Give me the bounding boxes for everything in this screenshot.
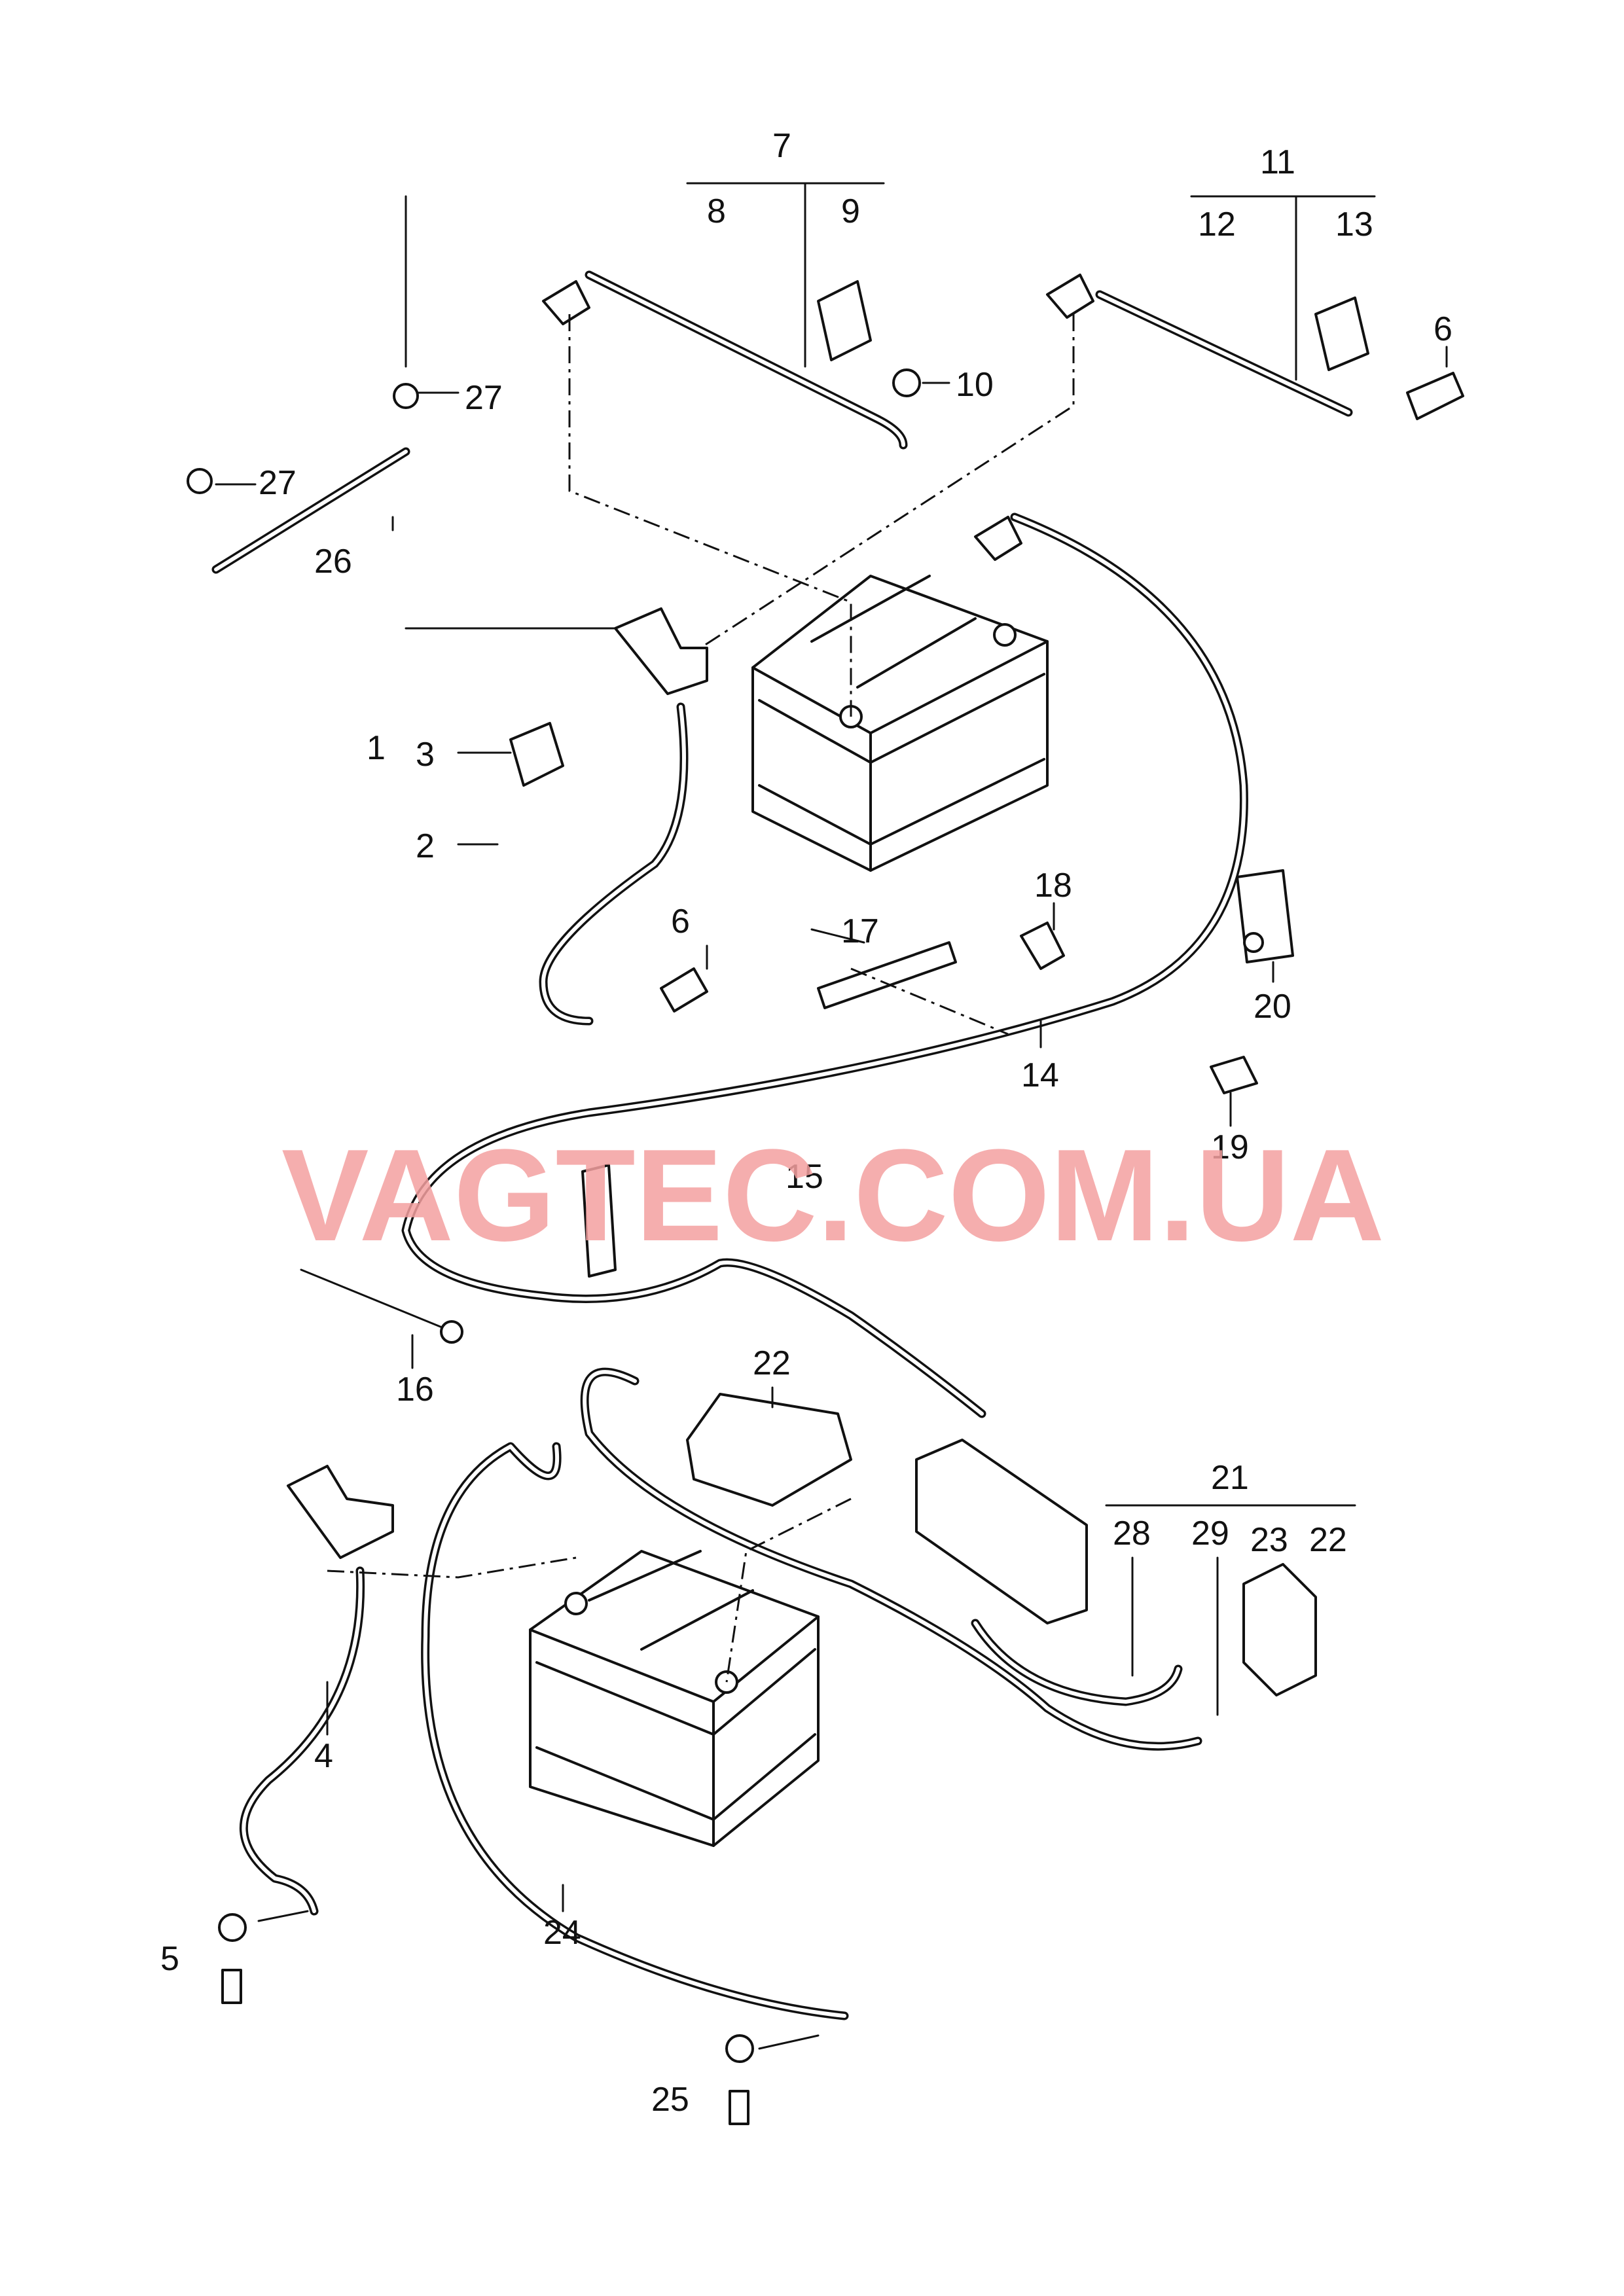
leader-lines xyxy=(215,182,1448,2050)
callout-3: 3 xyxy=(416,736,435,774)
callout-15: 15 xyxy=(785,1158,823,1196)
callout-23: 23 xyxy=(1250,1521,1288,1559)
callout-13: 13 xyxy=(1335,206,1373,243)
callout-25: 25 xyxy=(651,2081,689,2119)
callout-20: 20 xyxy=(1254,988,1291,1026)
callout-10: 10 xyxy=(956,366,994,404)
callout-2: 2 xyxy=(416,827,435,865)
callout-22a: 22 xyxy=(753,1344,791,1382)
callout-17: 17 xyxy=(841,912,879,950)
callout-7: 7 xyxy=(772,127,791,165)
small-parts xyxy=(187,274,1464,2125)
callout-29: 29 xyxy=(1191,1515,1229,1552)
cables xyxy=(211,270,1353,2020)
battery-lower xyxy=(529,1550,820,1847)
watermark: VAGTEC.COM.UA xyxy=(281,1122,1384,1268)
callout-26: 26 xyxy=(314,543,352,581)
callout-27a: 27 xyxy=(465,379,503,417)
callout-11: 11 xyxy=(1260,143,1295,181)
callout-labels: 1 2 3 4 5 6 6 7 8 9 10 11 12 13 14 15 16… xyxy=(160,127,1453,2119)
callout-9: 9 xyxy=(841,192,860,230)
callout-4: 4 xyxy=(314,1737,333,1775)
callout-12: 12 xyxy=(1198,206,1236,243)
callout-24: 24 xyxy=(543,1914,581,1952)
callout-27b: 27 xyxy=(259,464,297,502)
callout-8: 8 xyxy=(707,192,726,230)
callout-22b: 22 xyxy=(1309,1521,1347,1559)
callout-6a: 6 xyxy=(671,903,690,941)
callout-16: 16 xyxy=(396,1371,434,1408)
callout-14: 14 xyxy=(1021,1056,1059,1094)
callout-18: 18 xyxy=(1034,867,1072,905)
callout-1: 1 xyxy=(367,729,386,767)
callout-28: 28 xyxy=(1113,1515,1151,1552)
callout-5: 5 xyxy=(160,1940,179,1978)
callout-6b: 6 xyxy=(1434,310,1453,348)
battery-upper xyxy=(751,575,1049,872)
callout-21: 21 xyxy=(1211,1459,1249,1497)
callout-19: 19 xyxy=(1211,1128,1249,1166)
